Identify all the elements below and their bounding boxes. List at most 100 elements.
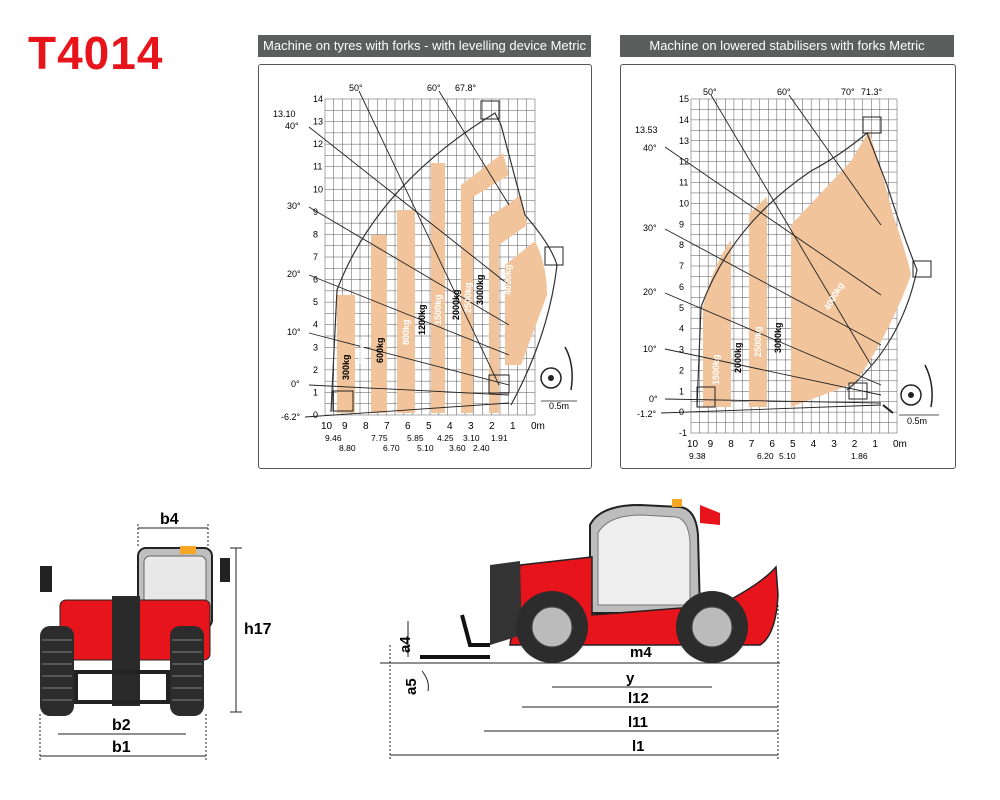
load-3000kg: 3000kg bbox=[773, 322, 783, 353]
x-sub-label: 3.60 bbox=[449, 443, 466, 453]
x-sub-label: 3.10 bbox=[463, 433, 480, 443]
y-tick-label: 8 bbox=[313, 229, 318, 239]
load-band-3000kg bbox=[489, 195, 527, 413]
fork-box-left bbox=[332, 390, 354, 412]
y-tick-label: 10 bbox=[679, 198, 689, 208]
load-3000kg: 3000kg bbox=[475, 274, 485, 305]
dim-m4: m4 bbox=[630, 644, 652, 661]
y-tick-label: 10 bbox=[313, 184, 323, 194]
x-sub-label: 8.80 bbox=[339, 443, 356, 453]
x-sub-label: 9.46 bbox=[325, 433, 342, 443]
y-tick-label: 4 bbox=[679, 324, 684, 334]
fork-box-bottom bbox=[488, 374, 510, 394]
fork-box-left bbox=[696, 386, 716, 408]
load-band-2500kg bbox=[749, 197, 767, 407]
x-tick-label: 9 bbox=[708, 439, 714, 450]
x-tick-label: 2 bbox=[489, 421, 495, 432]
load-600kg: 600kg bbox=[375, 337, 385, 363]
left-height-max: 13.10 bbox=[273, 109, 296, 119]
angle-30: 30° bbox=[643, 223, 657, 233]
y-tick-label: 2 bbox=[679, 365, 684, 375]
right-scale-label: 0.5m bbox=[907, 416, 927, 426]
left-scale-label: 0.5m bbox=[549, 401, 569, 411]
load-2000kg: 2000kg bbox=[733, 342, 743, 373]
y-tick-label: 6 bbox=[679, 282, 684, 292]
angle-40: 40° bbox=[643, 143, 657, 153]
dim-y: y bbox=[626, 670, 635, 687]
dim-b1: b1 bbox=[112, 739, 131, 756]
y-tick-label: 12 bbox=[313, 139, 323, 149]
front-view-drawing: b4 h17 b2 b1 bbox=[39, 511, 272, 760]
x-tick-label: 4 bbox=[811, 439, 817, 450]
load-2500kg: 2500kg bbox=[753, 326, 763, 357]
mirror-right bbox=[220, 558, 230, 582]
y-tick-label: 5 bbox=[313, 297, 318, 307]
y-tick-label: 12 bbox=[679, 157, 689, 167]
dim-l11: l11 bbox=[628, 714, 648, 731]
x-tick-label: 4 bbox=[447, 421, 453, 432]
y-tick-label: 0 bbox=[313, 410, 318, 420]
load-band-4000kg bbox=[505, 241, 547, 365]
y-tick-label: 1 bbox=[313, 387, 318, 397]
side-view-drawing: a4 a5 m4 y l12 l11 l1 bbox=[380, 499, 780, 759]
x-tick-label: 6 bbox=[405, 421, 411, 432]
x-tick-label: 0m bbox=[893, 439, 907, 450]
cab-window bbox=[597, 514, 691, 606]
angle-60: 60° bbox=[777, 87, 791, 97]
load-band-1500kg bbox=[431, 163, 445, 413]
x-sub-label: 6.20 bbox=[757, 451, 774, 461]
x-sub-label: 2.40 bbox=[473, 443, 490, 453]
x-sub-label: 6.70 bbox=[383, 443, 400, 453]
x-tick-label: 1 bbox=[872, 439, 878, 450]
dim-h17: h17 bbox=[244, 621, 272, 638]
angle-50: 50° bbox=[703, 87, 717, 97]
angle-70: 70° bbox=[841, 87, 855, 97]
y-tick-label: 9 bbox=[313, 207, 318, 217]
fork-box-bottom bbox=[848, 382, 868, 400]
fork-box-right bbox=[544, 246, 564, 266]
y-tick-label: 13 bbox=[679, 136, 689, 146]
right-height-max: 13.53 bbox=[635, 125, 658, 135]
y-tick-label: 11 bbox=[679, 178, 688, 188]
x-tick-label: 7 bbox=[749, 439, 755, 450]
x-tick-label: 3 bbox=[831, 439, 837, 450]
x-tick-label: 3 bbox=[468, 421, 474, 432]
y-tick-label: 11 bbox=[313, 162, 322, 172]
load-400kg: 400kg bbox=[357, 339, 367, 365]
angle-0: 0° bbox=[291, 379, 300, 389]
y-tick-label: 5 bbox=[679, 303, 684, 313]
x-tick-label: 9 bbox=[342, 421, 348, 432]
x-sub-label: 5.10 bbox=[417, 443, 434, 453]
right-angle-min: -1.2° bbox=[637, 409, 657, 419]
y-tick-label: 7 bbox=[313, 252, 318, 262]
y-tick-label: 15 bbox=[679, 94, 689, 104]
load-band-2000kg bbox=[461, 153, 509, 413]
mirror-left bbox=[40, 566, 52, 592]
y-tick-label: 6 bbox=[313, 275, 318, 285]
x-tick-label: 10 bbox=[687, 439, 699, 450]
angle-60: 60° bbox=[427, 83, 441, 93]
y-tick-label: -1 bbox=[679, 428, 687, 438]
load-2500kg: 2500kg bbox=[463, 282, 473, 313]
x-sub-label: 1.86 bbox=[851, 451, 868, 461]
y-tick-label: 14 bbox=[313, 94, 323, 104]
dim-a5: a5 bbox=[403, 678, 420, 695]
load-band-300kg bbox=[337, 295, 355, 413]
x-sub-label: 5.10 bbox=[779, 451, 796, 461]
x-tick-label: 7 bbox=[384, 421, 390, 432]
lift-envelope bbox=[330, 112, 558, 413]
y-tick-label: 8 bbox=[679, 240, 684, 250]
angle-10: 10° bbox=[643, 344, 657, 354]
y-tick-label: 13 bbox=[313, 117, 323, 127]
load-1200kg: 1200kg bbox=[417, 304, 427, 335]
x-tick-label: 0m bbox=[531, 421, 545, 432]
y-tick-label: 0 bbox=[679, 407, 684, 417]
load-band-4000kg bbox=[791, 131, 911, 407]
